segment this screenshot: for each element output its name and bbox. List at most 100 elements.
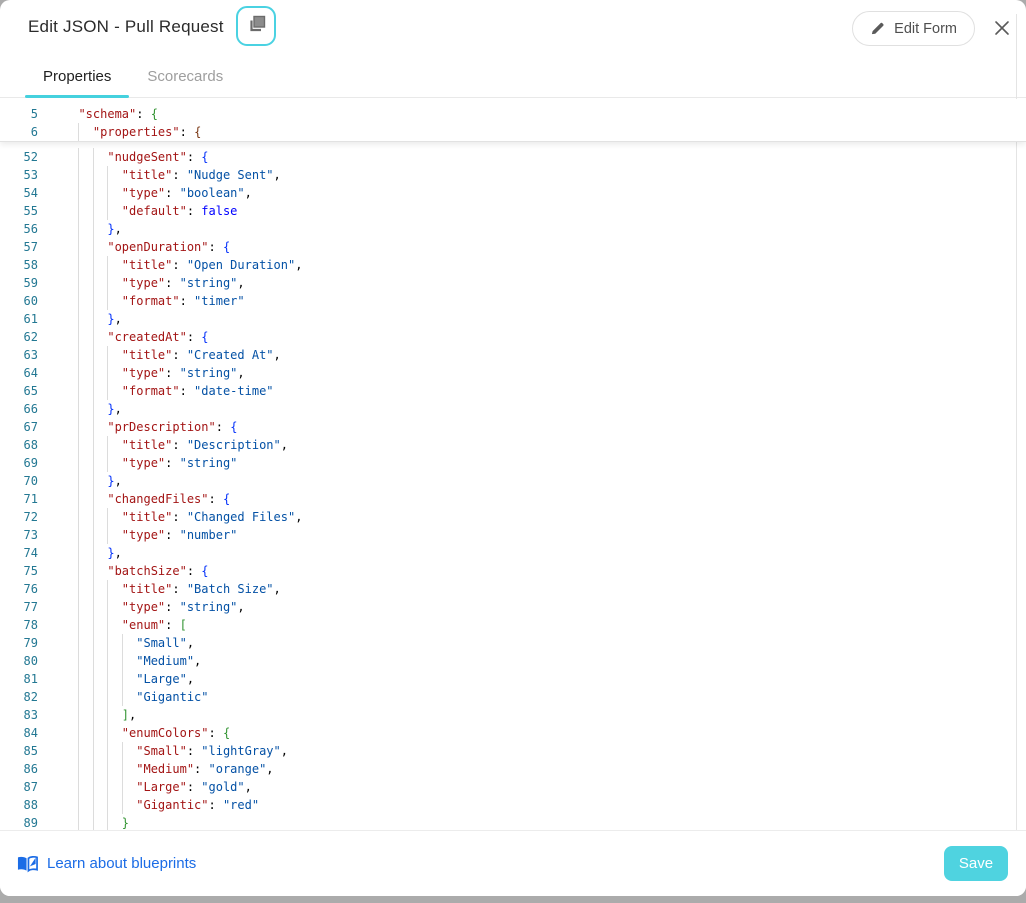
- indent-guide: [78, 562, 80, 580]
- indent-guide: [107, 202, 109, 220]
- code-line[interactable]: 73 "type": "number": [0, 526, 1026, 544]
- indent-guide: [107, 652, 109, 670]
- save-button[interactable]: Save: [944, 846, 1008, 881]
- code-line[interactable]: 54 "type": "boolean",: [0, 184, 1026, 202]
- edit-form-label: Edit Form: [894, 20, 957, 37]
- code-line[interactable]: 62 "createdAt": {: [0, 328, 1026, 346]
- copy-json-button[interactable]: [236, 6, 276, 46]
- code-text: "default": false: [38, 202, 1026, 220]
- indent-guide: [78, 508, 80, 526]
- indent-guide: [121, 652, 123, 670]
- code-line[interactable]: 61 },: [0, 310, 1026, 328]
- tab-properties[interactable]: Properties: [25, 55, 130, 98]
- code-lines[interactable]: 52 "nudgeSent": {53 "title": "Nudge Sent…: [0, 148, 1026, 830]
- code-line[interactable]: 75 "batchSize": {: [0, 562, 1026, 580]
- code-line[interactable]: 74 },: [0, 544, 1026, 562]
- indent-guide: [121, 778, 123, 796]
- indent-guide: [78, 454, 80, 472]
- indent-guide: [78, 490, 80, 508]
- code-line[interactable]: 71 "changedFiles": {: [0, 490, 1026, 508]
- code-line[interactable]: 69 "type": "string": [0, 454, 1026, 472]
- indent-guide: [107, 706, 109, 724]
- line-number: 53: [23, 168, 38, 182]
- code-line[interactable]: 77 "type": "string",: [0, 598, 1026, 616]
- sticky-scroll-lines[interactable]: 5 "schema": {6 "properties": {: [0, 99, 1026, 142]
- indent-guide: [121, 688, 123, 706]
- indent-guide: [78, 670, 80, 688]
- code-line[interactable]: 68 "title": "Description",: [0, 436, 1026, 454]
- indent-guide: [78, 292, 80, 310]
- indent-guide: [92, 166, 94, 184]
- edit-form-button[interactable]: Edit Form: [852, 11, 975, 46]
- code-line[interactable]: 87 "Large": "gold",: [0, 778, 1026, 796]
- indent-guide: [92, 238, 94, 256]
- indent-guide: [78, 382, 80, 400]
- indent-guide: [78, 166, 80, 184]
- code-line[interactable]: 59 "type": "string",: [0, 274, 1026, 292]
- tab-scorecards[interactable]: Scorecards: [129, 55, 241, 97]
- code-line[interactable]: 67 "prDescription": {: [0, 418, 1026, 436]
- code-line[interactable]: 58 "title": "Open Duration",: [0, 256, 1026, 274]
- close-button[interactable]: [991, 17, 1013, 39]
- code-line[interactable]: 76 "title": "Batch Size",: [0, 580, 1026, 598]
- code-line[interactable]: 70 },: [0, 472, 1026, 490]
- learn-about-blueprints-link[interactable]: Learn about blueprints: [17, 855, 196, 873]
- code-line[interactable]: 57 "openDuration": {: [0, 238, 1026, 256]
- code-text: ],: [38, 706, 1026, 724]
- line-number: 77: [23, 600, 38, 614]
- code-line[interactable]: 66 },: [0, 400, 1026, 418]
- code-text: "properties": {: [38, 123, 1026, 141]
- code-line[interactable]: 80 "Medium",: [0, 652, 1026, 670]
- line-number: 56: [23, 222, 38, 236]
- code-line[interactable]: 84 "enumColors": {: [0, 724, 1026, 742]
- scrollbar-track[interactable]: [1016, 14, 1017, 830]
- modal-footer: Learn about blueprints Save: [0, 830, 1026, 896]
- code-line[interactable]: 83 ],: [0, 706, 1026, 724]
- code-text: "createdAt": {: [38, 328, 1026, 346]
- code-line[interactable]: 52 "nudgeSent": {: [0, 148, 1026, 166]
- code-line[interactable]: 63 "title": "Created At",: [0, 346, 1026, 364]
- code-line[interactable]: 79 "Small",: [0, 634, 1026, 652]
- code-line[interactable]: 88 "Gigantic": "red": [0, 796, 1026, 814]
- line-number: 54: [23, 186, 38, 200]
- code-text: },: [38, 472, 1026, 490]
- indent-guide: [78, 778, 80, 796]
- indent-guide: [78, 148, 80, 166]
- line-number: 80: [23, 654, 38, 668]
- code-line[interactable]: 72 "title": "Changed Files",: [0, 508, 1026, 526]
- indent-guide: [107, 598, 109, 616]
- code-text: "enum": [: [38, 616, 1026, 634]
- indent-guide: [92, 400, 94, 418]
- code-line[interactable]: 64 "type": "string",: [0, 364, 1026, 382]
- code-line[interactable]: 65 "format": "date-time": [0, 382, 1026, 400]
- code-line[interactable]: 6 "properties": {: [0, 123, 1026, 141]
- code-line[interactable]: 56 },: [0, 220, 1026, 238]
- code-text: },: [38, 544, 1026, 562]
- code-line[interactable]: 81 "Large",: [0, 670, 1026, 688]
- code-line[interactable]: 82 "Gigantic": [0, 688, 1026, 706]
- line-number: 69: [23, 456, 38, 470]
- code-line[interactable]: 55 "default": false: [0, 202, 1026, 220]
- code-line[interactable]: 89 }: [0, 814, 1026, 830]
- code-text: "Medium",: [38, 652, 1026, 670]
- indent-guide: [78, 220, 80, 238]
- code-line[interactable]: 86 "Medium": "orange",: [0, 760, 1026, 778]
- indent-guide: [92, 454, 94, 472]
- line-number: 61: [23, 312, 38, 326]
- indent-guide: [92, 688, 94, 706]
- code-line[interactable]: 60 "format": "timer": [0, 292, 1026, 310]
- line-number: 74: [23, 546, 38, 560]
- code-line[interactable]: 53 "title": "Nudge Sent",: [0, 166, 1026, 184]
- indent-guide: [92, 760, 94, 778]
- indent-guide: [92, 202, 94, 220]
- indent-guide: [78, 184, 80, 202]
- code-line[interactable]: 5 "schema": {: [0, 105, 1026, 123]
- indent-guide: [78, 436, 80, 454]
- code-text: "type": "string",: [38, 364, 1026, 382]
- code-line[interactable]: 78 "enum": [: [0, 616, 1026, 634]
- indent-guide: [107, 382, 109, 400]
- code-text: "batchSize": {: [38, 562, 1026, 580]
- code-line[interactable]: 85 "Small": "lightGray",: [0, 742, 1026, 760]
- json-code-editor[interactable]: 5 "schema": {6 "properties": { 52 "nudge…: [0, 99, 1026, 830]
